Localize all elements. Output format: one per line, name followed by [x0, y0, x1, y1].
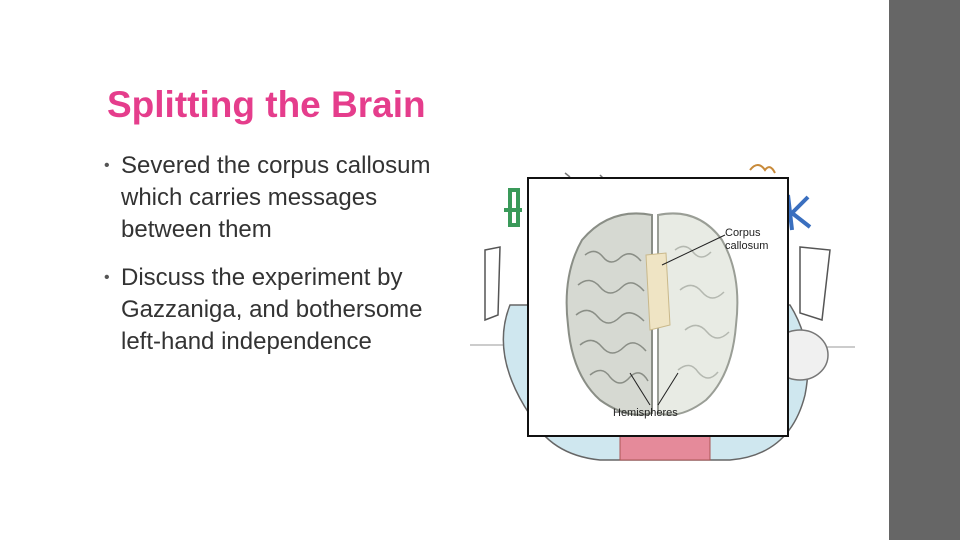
slide-title: Splitting the Brain: [107, 84, 426, 125]
bullet-marker: •: [104, 269, 110, 286]
split-brain-figure: Corpus callosum Hemispheres: [470, 155, 855, 470]
corpus-callosum-pointer: [661, 234, 726, 266]
brain-diagram: [565, 212, 739, 416]
hemispheres-pointer-left: [629, 372, 651, 406]
hemispheres-pointer-right: [657, 372, 679, 406]
split-brain-illustration: [470, 164, 855, 461]
bullet-text: Discuss the experiment by Gazzaniga, and…: [121, 264, 423, 355]
hemispheres-label: Hemispheres: [613, 407, 678, 419]
bullet-item: • Discuss the experiment by Gazzaniga, a…: [104, 262, 454, 358]
corpus-callosum-label: Corpus callosum: [725, 227, 769, 252]
bullet-text: Severed the corpus callosum which carrie…: [121, 152, 431, 243]
bullet-item: • Severed the corpus callosum which carr…: [104, 150, 454, 246]
bullet-marker: •: [104, 157, 110, 174]
right-side-bar: [889, 0, 960, 540]
bullet-list: • Severed the corpus callosum which carr…: [104, 150, 454, 374]
